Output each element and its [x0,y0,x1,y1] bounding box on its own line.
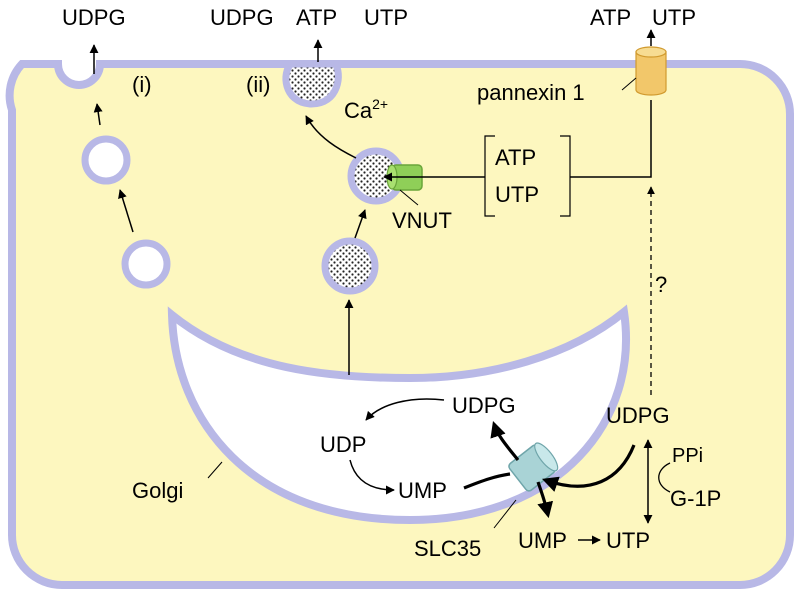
label-utp-bracket: UTP [495,182,539,207]
label-calcium: Ca2+ [344,96,388,123]
vesicle-i-upper [81,135,131,185]
bracket-left [484,135,495,217]
arrow-slc35-to-ump-cyto [536,481,554,519]
arrow-udpg-cyto-to-slc35 [541,444,636,492]
label-utp-top-mid: UTP [364,5,408,30]
arrow-slc35-to-udpg [490,420,520,461]
label-pannexin: pannexin 1 [477,80,585,105]
label-atp-top-right: ATP [590,5,631,30]
label-utp-top-right: UTP [652,5,696,30]
cell-membrane [5,60,794,589]
label-calcium-base: Ca [344,98,373,123]
label-atp-bracket: ATP [495,145,536,170]
pannexin-1-channel [635,51,667,96]
label-udp: UDP [320,432,366,457]
fused-vesicle-ii [282,60,342,108]
label-g1p: G-1P [670,486,721,511]
slc35-leader-line [493,499,517,529]
arrow-vesicle-to-membrane [305,115,357,159]
label-question: ? [655,272,667,297]
label-marker-i: (i) [132,72,152,97]
label-golgi: Golgi [132,478,183,503]
pannexin-1-top [635,46,667,58]
label-ump-golgi: UMP [398,478,447,503]
bracket-to-pannexin-line [570,100,652,178]
label-slc35: SLC35 [414,536,481,561]
label-ppi: PPi [672,445,703,467]
label-vnut: VNUT [392,208,452,233]
label-utp-cyto: UTP [606,528,650,553]
arrow-ppi-g1p [658,462,671,493]
arrow-vesicle-i-2 [93,103,103,126]
vesicle-i-lower [121,239,171,289]
vnut-leader-line [399,189,419,206]
arrow-vesicle-to-vnut [354,209,367,239]
arrow-udp-to-ump [349,459,395,495]
golgi-leader-line [207,461,223,479]
label-marker-ii: (ii) [246,72,270,97]
arrow-vesicle-i-1 [118,189,134,233]
label-udpg-top-left: UDPG [62,5,126,30]
arrow-udpg-to-udp [365,398,445,421]
bracket-right [560,135,571,217]
label-udpg-cyto: UDPG [606,403,670,428]
arrow-ump-to-slc35 [463,472,511,490]
label-calcium-sup: 2+ [372,96,388,112]
label-atp-top-mid: ATP [296,5,337,30]
label-udpg-top-mid: UDPG [210,5,274,30]
label-ump-cyto: UMP [518,528,567,553]
vesicle-ii-golgi [321,237,379,295]
label-udpg-golgi: UDPG [452,393,516,418]
pannexin-leader-line [621,77,637,91]
